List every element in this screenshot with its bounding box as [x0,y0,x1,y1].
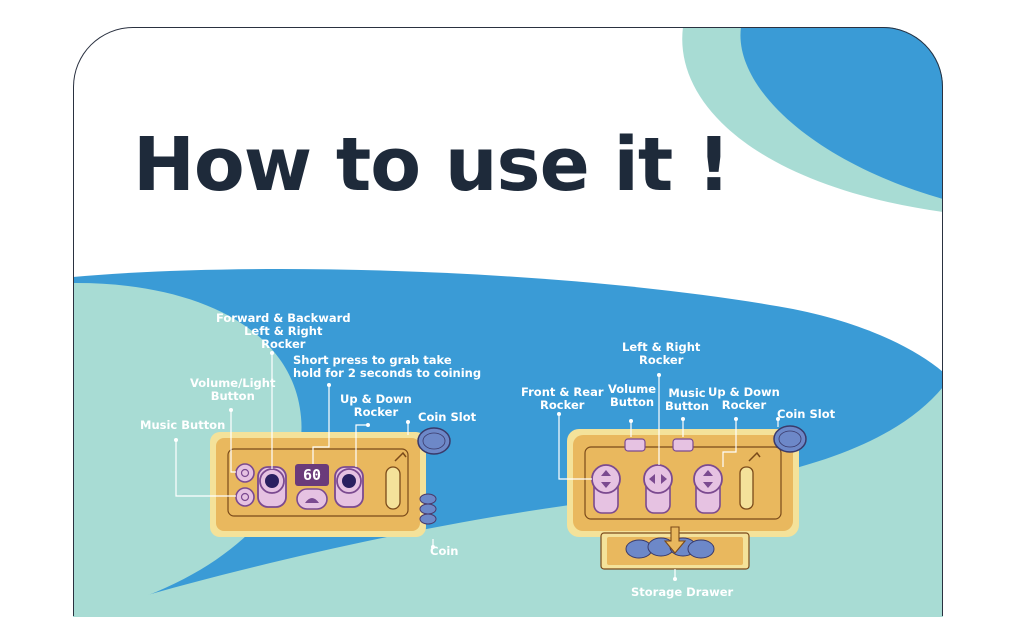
page-title: How to use it ! [133,122,731,208]
coin-slot-right [739,466,754,510]
display-value: 60 [302,466,322,484]
music-button [235,487,255,507]
label-music-button-right-text: Music Button [665,386,710,413]
label-volume-light-button-text: Volume/Light Button [190,376,276,403]
label-up-down-rocker-right-text: Up & Down Rocker [708,385,780,412]
label-coin-slot-right: Coin Slot [777,407,836,421]
label-front-rear-rocker: Front & Rear Rocker [521,386,604,412]
label-up-down-rocker-left: Up & Down Rocker [340,393,412,419]
label-up-down-rocker-right: Up & Down Rocker [708,386,780,412]
label-grab: Short press to grab take hold for 2 seco… [293,354,481,380]
label-front-rear-rocker-text: Front & Rear Rocker [521,385,604,412]
volume-button [624,438,646,452]
music-button-right [672,438,694,452]
coin-right [773,425,807,453]
drawer-down-arrow [663,526,687,554]
up-down-rocker-right [693,464,723,514]
grab-button [296,488,328,510]
label-volume-light-button: Volume/Light Button [190,377,275,403]
label-music-button: Music Button [140,418,226,432]
left-right-rocker [643,464,673,514]
storage-drawer [600,526,750,570]
up-down-rocker-left [334,466,364,508]
label-up-down-rocker-left-text: Up & Down Rocker [340,392,412,419]
label-coin-slot-left: Coin Slot [418,410,477,424]
right-controller [557,373,807,581]
blue-corner-blob [740,27,943,199]
label-forward-backward-rocker: Forward & Backward Left & Right Rocker [216,312,351,351]
label-volume-button: Volume Button [608,383,656,409]
label-left-right-rocker-text: Left & Right Rocker [622,340,701,367]
digital-display [295,464,329,486]
volume-light-button [235,463,255,483]
label-grab-text: Short press to grab take hold for 2 seco… [293,353,482,380]
left-coin-stack [419,493,437,525]
left-controller [174,351,451,549]
label-forward-backward-rocker-text: Forward & Backward Left & Right Rocker [216,311,351,351]
label-volume-button-text: Volume Button [608,382,657,409]
label-storage-drawer: Storage Drawer [631,585,734,599]
label-coin: Coin [430,544,459,558]
coin-slot-left [385,466,401,510]
forward-backward-rocker [257,466,287,508]
label-left-right-rocker: Left & Right Rocker [622,341,700,367]
label-music-button-right: Music Button [665,387,709,413]
coin-left [417,427,451,455]
front-rear-rocker [591,464,621,514]
card-artwork [73,27,943,617]
instruction-card [73,27,943,617]
